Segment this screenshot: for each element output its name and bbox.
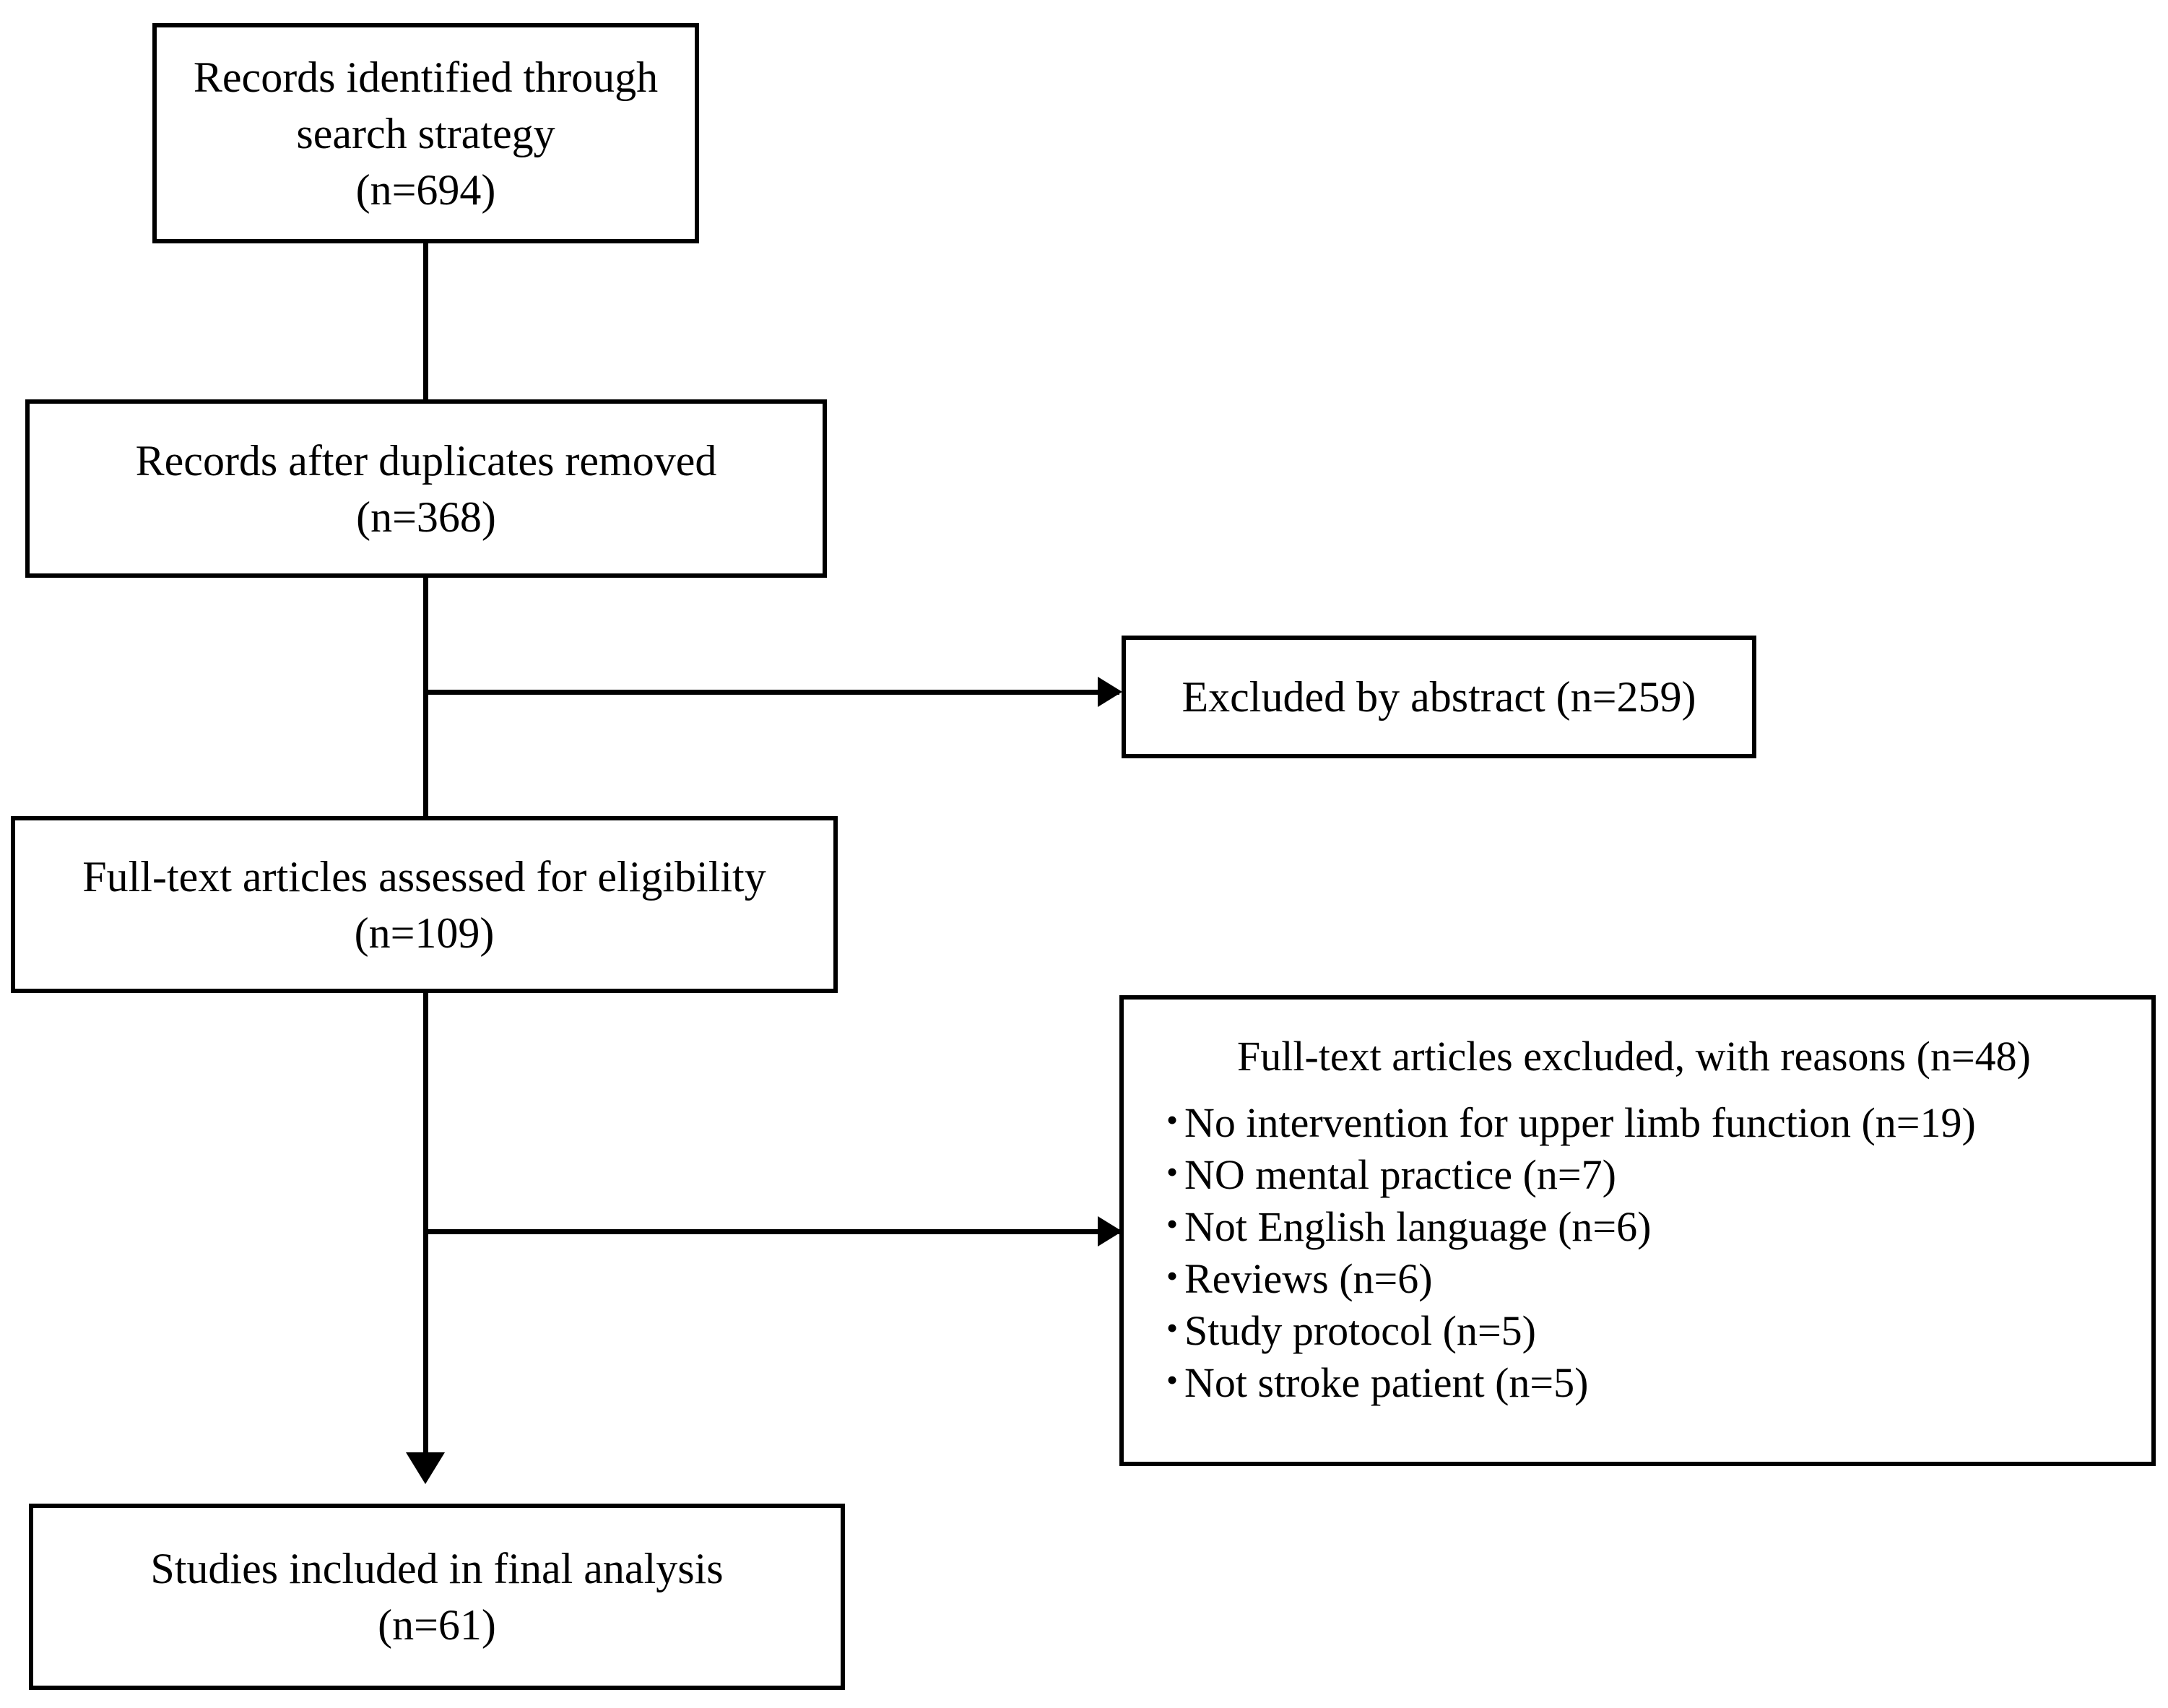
connector-branch-excluded-reasons	[426, 1229, 1119, 1234]
list-item: • NO mental practice (n=7)	[1160, 1154, 2151, 1196]
node-fulltext-excluded-with-reasons: Full-text articles excluded, with reason…	[1119, 995, 2156, 1466]
node-final-count: (n=61)	[378, 1601, 496, 1649]
bullet-icon: •	[1166, 1309, 1179, 1346]
node-records-identified-count: (n=694)	[355, 165, 496, 214]
list-item-label: No intervention for upper limb function …	[1184, 1099, 1976, 1146]
node-fulltext-assessed-eligibility: Full-text articles assessed for eligibil…	[11, 816, 838, 993]
node-eligibility-line1: Full-text articles assessed for eligibil…	[82, 852, 766, 901]
list-item-label: Not stroke patient (n=5)	[1184, 1359, 1589, 1406]
node-eligibility-count: (n=109)	[354, 909, 495, 957]
node-records-identified: Records identified through search strate…	[152, 23, 699, 243]
node-records-identified-line1: Records identified through	[193, 53, 659, 101]
connector-branch-excluded-abstract	[426, 690, 1119, 695]
node-excluded-by-abstract: Excluded by abstract (n=259)	[1122, 636, 1756, 758]
node-duplicates-count: (n=368)	[356, 493, 496, 541]
connector-identified-to-duplicates	[423, 243, 428, 402]
exclusion-reason-list: • No intervention for upper limb functio…	[1124, 1102, 2151, 1404]
bullet-icon: •	[1166, 1101, 1179, 1138]
list-item: • No intervention for upper limb functio…	[1160, 1102, 2151, 1144]
arrowhead-right-excluded-abstract	[1098, 677, 1122, 707]
arrowhead-down-final-analysis	[406, 1452, 445, 1484]
list-item-label: Not English language (n=6)	[1184, 1203, 1652, 1250]
list-item-label: Reviews (n=6)	[1184, 1255, 1433, 1302]
node-records-after-duplicates-removed: Records after duplicates removed (n=368)	[25, 399, 827, 578]
list-item: • Reviews (n=6)	[1160, 1258, 2151, 1300]
bullet-icon: •	[1166, 1205, 1179, 1242]
bullet-icon: •	[1166, 1361, 1179, 1398]
node-duplicates-line1: Records after duplicates removed	[135, 436, 717, 485]
list-item-label: NO mental practice (n=7)	[1184, 1151, 1616, 1198]
node-final-line1: Studies included in final analysis	[150, 1545, 724, 1592]
connector-eligibility-to-final	[423, 993, 428, 1454]
list-item: • Study protocol (n=5)	[1160, 1310, 2151, 1352]
list-item: • Not stroke patient (n=5)	[1160, 1362, 2151, 1404]
bullet-icon: •	[1166, 1257, 1179, 1294]
connector-duplicates-to-eligibility	[423, 578, 428, 818]
list-item-label: Study protocol (n=5)	[1184, 1307, 1536, 1354]
node-excluded-by-abstract-label: Excluded by abstract (n=259)	[1181, 673, 1696, 721]
arrowhead-right-excluded-reasons	[1098, 1216, 1122, 1247]
node-records-identified-line2: search strategy	[296, 109, 555, 157]
node-excluded-reasons-title: Full-text articles excluded, with reason…	[1237, 1033, 2031, 1080]
list-item: • Not English language (n=6)	[1160, 1206, 2151, 1248]
node-studies-included-final-analysis: Studies included in final analysis (n=61…	[29, 1504, 845, 1690]
bullet-icon: •	[1166, 1153, 1179, 1190]
